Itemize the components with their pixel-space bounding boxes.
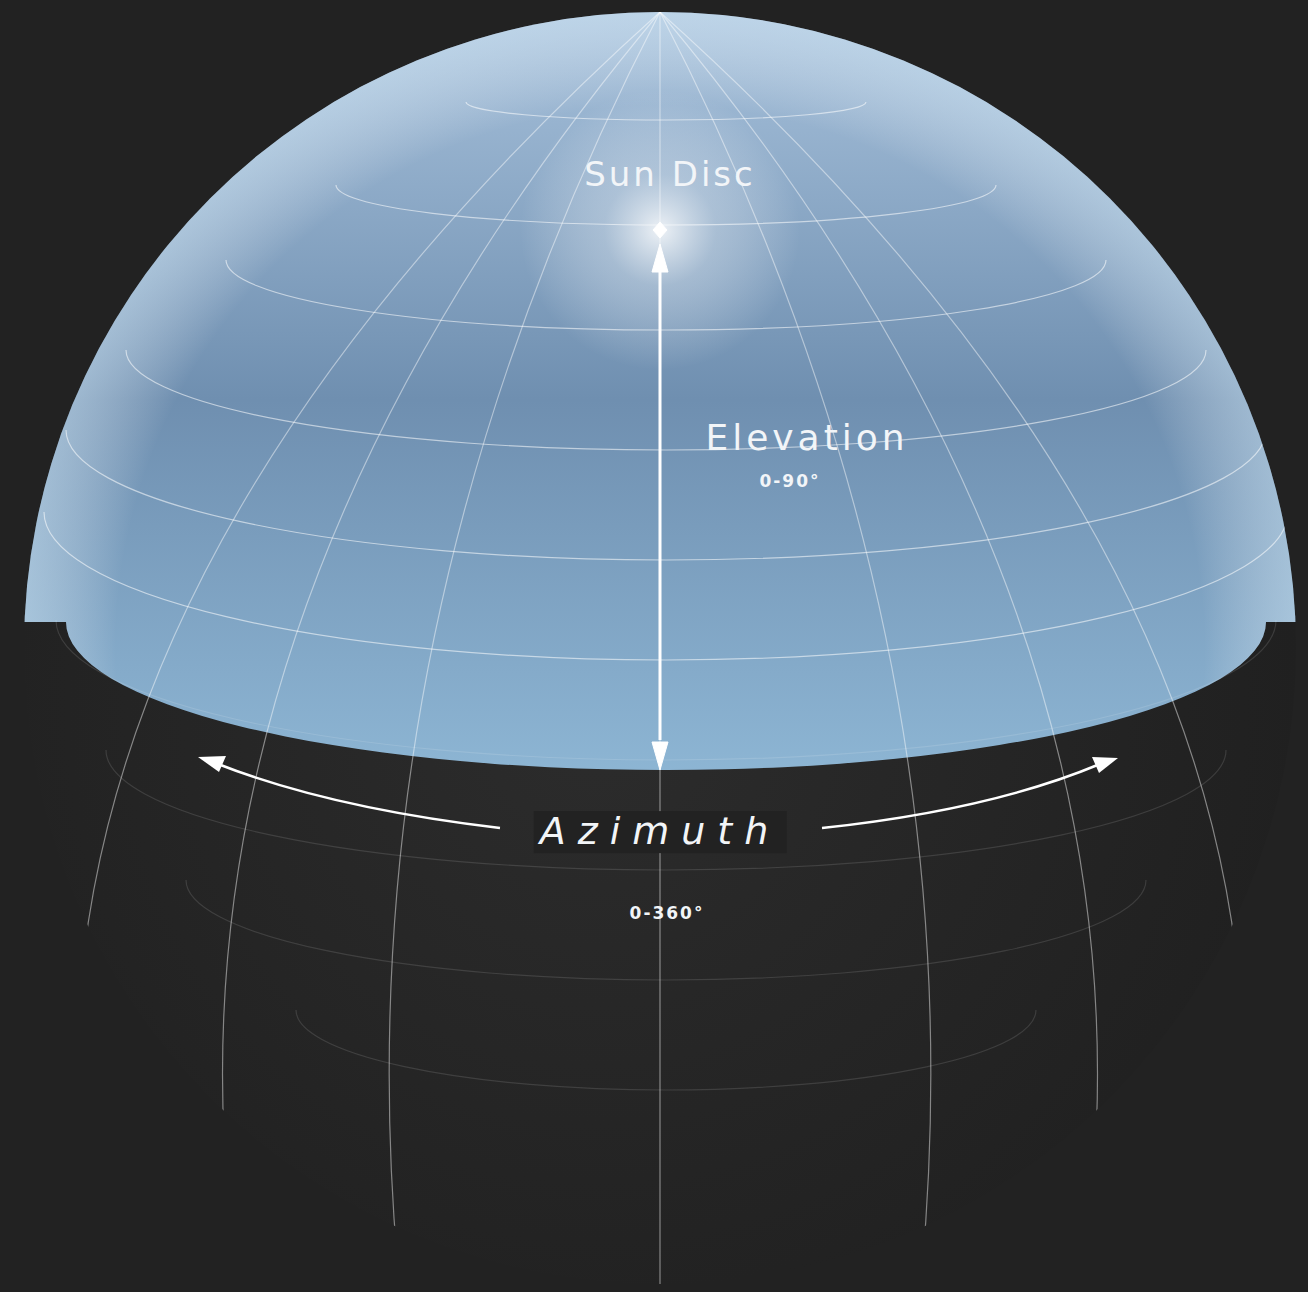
- grid-line: [296, 1010, 1036, 1090]
- azimuth-arrowheads: [198, 756, 1118, 773]
- sun-disc-label: Sun Disc: [584, 156, 756, 193]
- grid-line: [659, 12, 660, 1290]
- grid-line: [466, 102, 866, 120]
- sun-disc-marker: [653, 222, 667, 238]
- grid-line: [186, 880, 1146, 980]
- grid-line: [660, 12, 1243, 1290]
- grid-line: [223, 12, 661, 1290]
- azimuth-range: 0-360°: [630, 904, 705, 923]
- grid-line: [77, 12, 660, 1290]
- grid-line: [66, 430, 1266, 560]
- grid-line: [660, 12, 931, 1290]
- sky-dome: [0, 0, 1308, 800]
- grid-line: [56, 620, 1276, 760]
- grid-line: [389, 12, 660, 1290]
- elevation-label: Elevation: [705, 418, 908, 458]
- azimuth-label: Azimuth: [534, 811, 787, 853]
- grid-lines: [44, 12, 1288, 1290]
- grid-line: [660, 12, 1098, 1290]
- grid-line: [126, 350, 1206, 450]
- grid-line: [44, 512, 1288, 660]
- elevation-arrow: [652, 222, 668, 770]
- elevation-range: 0-90°: [759, 472, 820, 491]
- grid-line: [106, 750, 1226, 870]
